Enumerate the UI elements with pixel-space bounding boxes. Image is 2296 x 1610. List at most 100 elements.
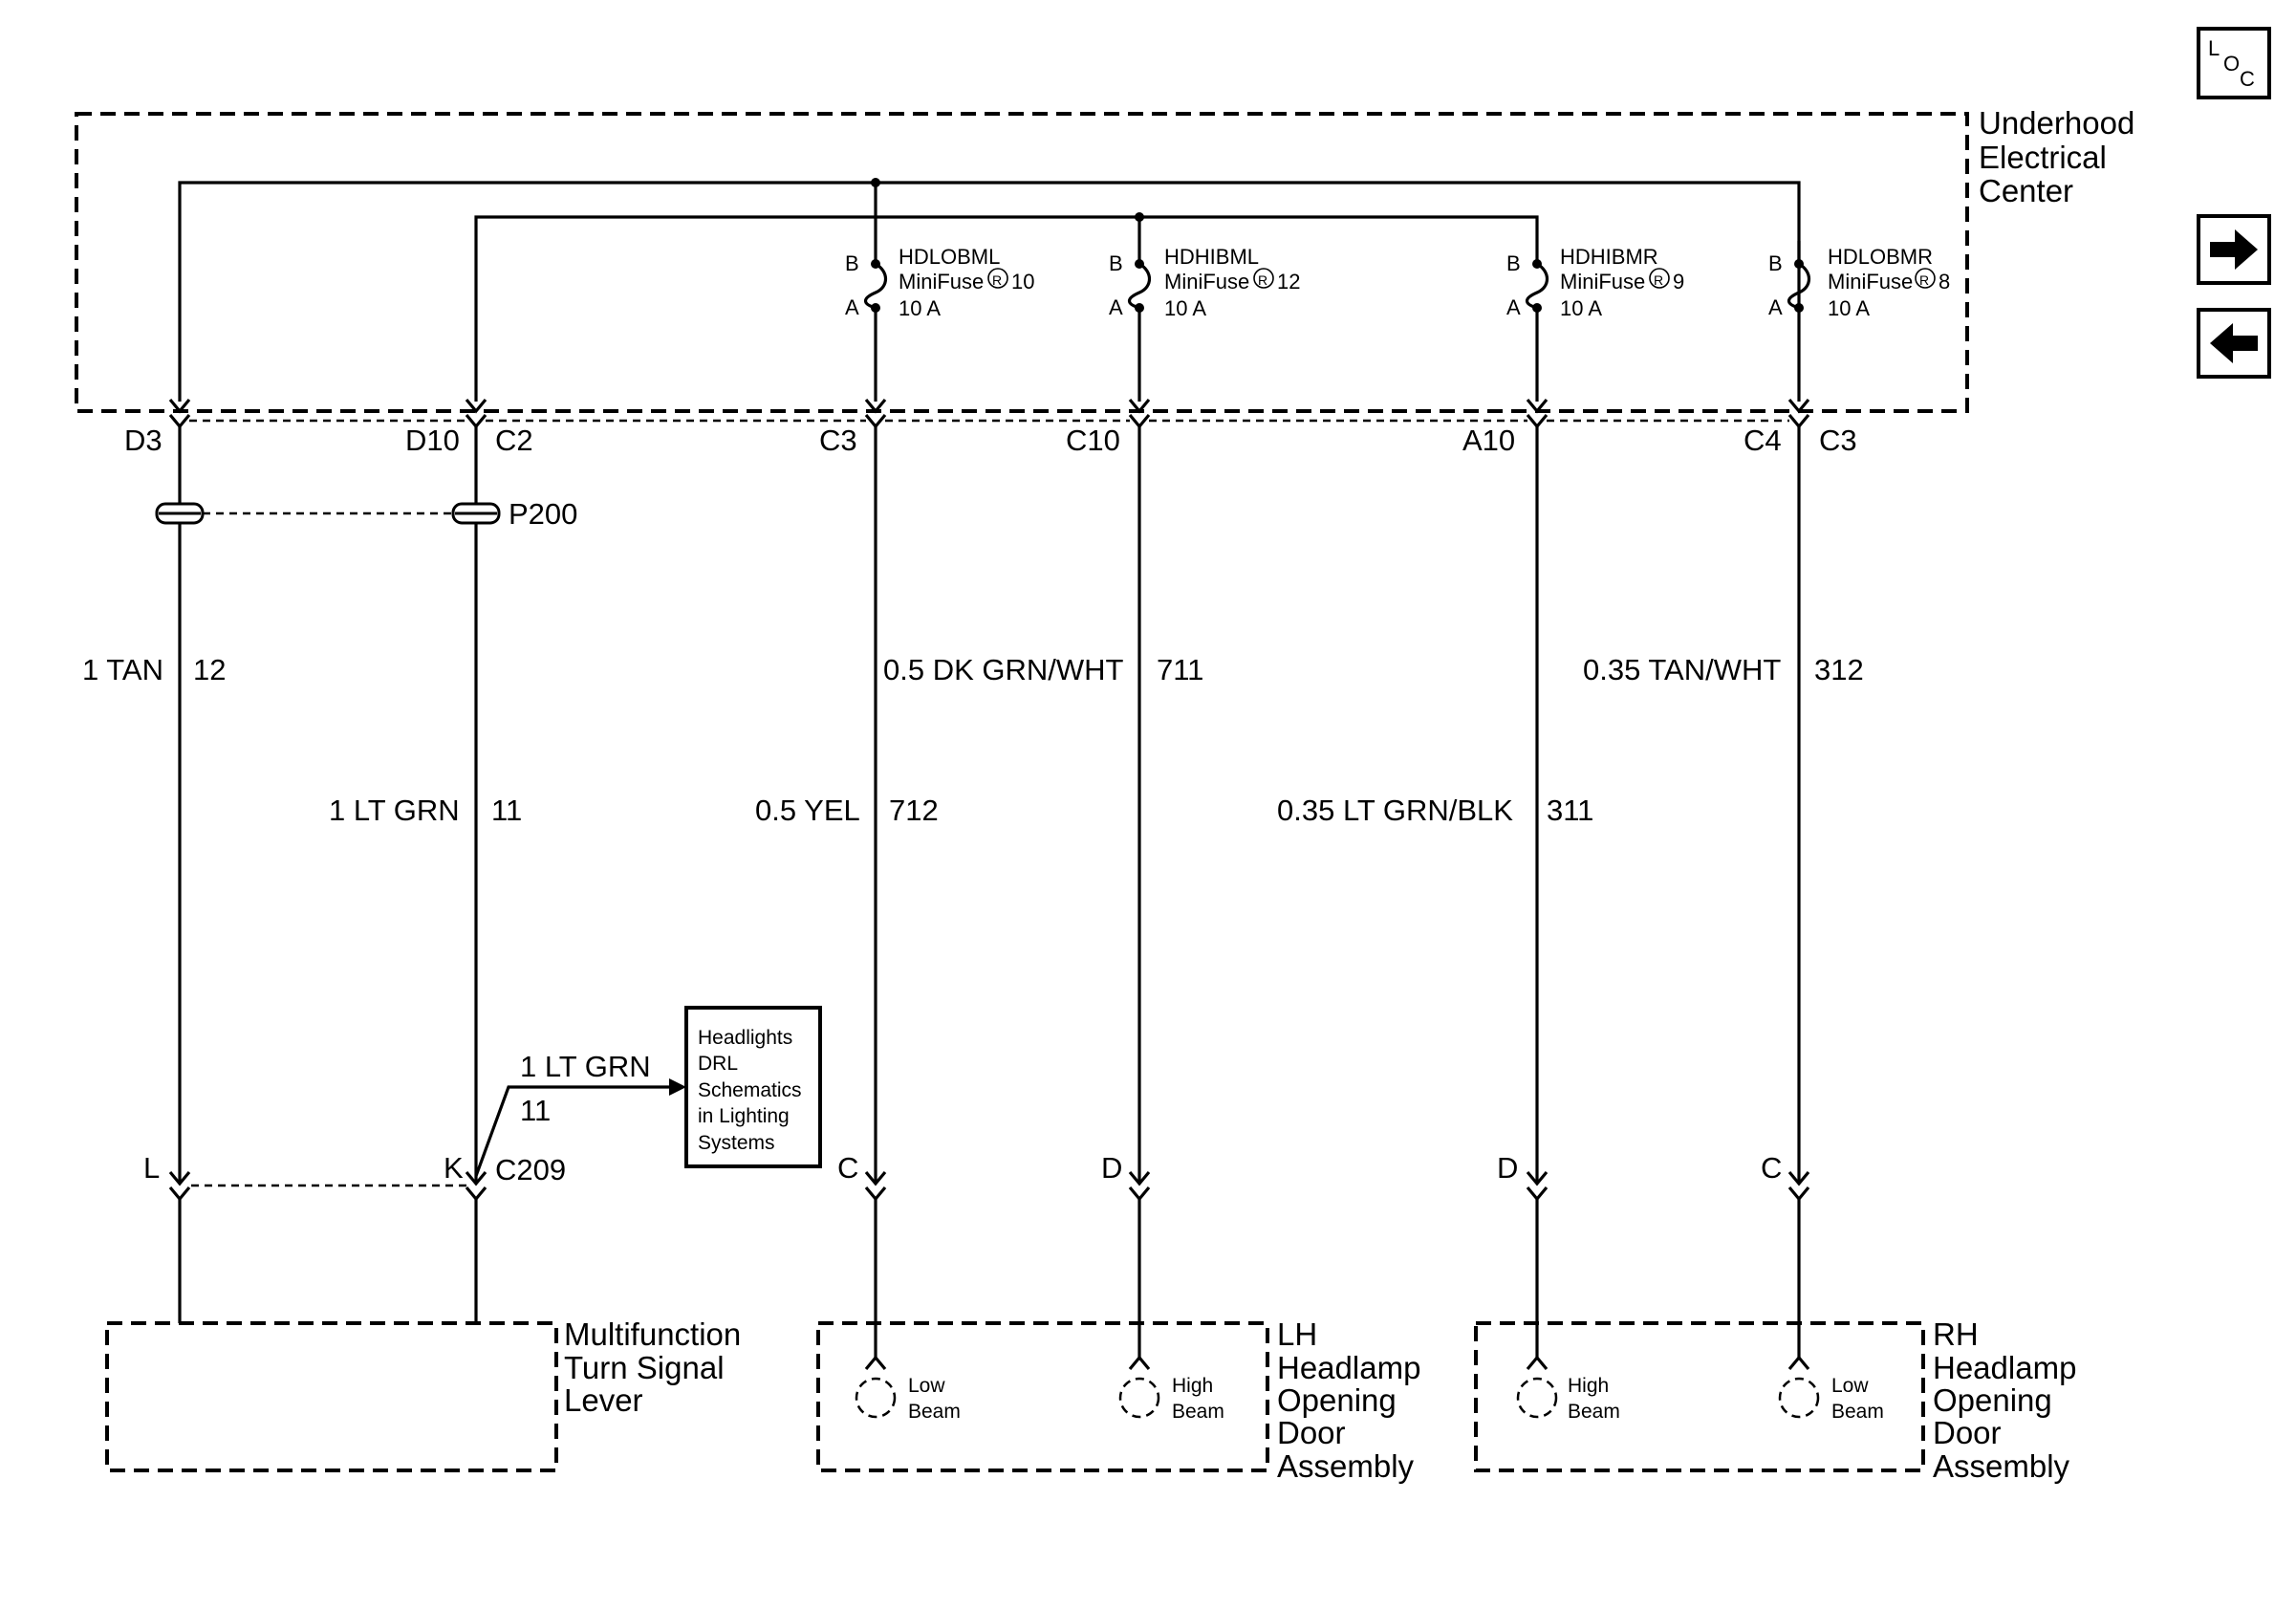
next-page-button[interactable] (2197, 214, 2271, 285)
reference-line-3: Schematics (698, 1079, 802, 1101)
connector-p200-label: P200 (509, 497, 577, 531)
fuse-hdhibmr: B A HDHIBMR MiniFuse R 9 10 A (1506, 241, 1684, 402)
wire-4-circuit: 711 (1157, 653, 1203, 686)
fuse-3-type: MiniFuse (1560, 270, 1645, 294)
rh-label-3: Opening (1933, 1382, 2052, 1418)
pin-d-lh: D (1101, 1151, 1122, 1185)
fuse-1-name: HDLOBML (899, 245, 1000, 269)
registered-mark-2: R (1258, 272, 1267, 288)
lamp-3-line-1: High (1568, 1375, 1609, 1397)
fuse-hdlobml: B A HDLOBML MiniFuse R 10 10 A (845, 241, 1034, 402)
lamp-1-line-1: Low (908, 1375, 945, 1397)
pin-c3-left: C3 (819, 424, 857, 457)
multifunction-label-3: Lever (564, 1382, 643, 1418)
lh-headlamp-box (816, 1321, 1269, 1472)
underhood-title-line-3: Center (1979, 173, 2073, 208)
drl-reference-link[interactable]: Headlights DRL Schematics in Lighting Sy… (684, 1006, 822, 1168)
wire-2-circuit: 11 (491, 794, 522, 827)
fuse-2-type: MiniFuse (1164, 270, 1249, 294)
fuse-4-pin-a: A (1768, 295, 1783, 319)
fuse-2-pin-a: A (1109, 295, 1123, 319)
arrow-right-icon (2210, 229, 2258, 270)
top-connector-terminals (168, 398, 1810, 429)
lh-label-2: Headlamp (1277, 1350, 1420, 1385)
rh-low-beam-bulb (1778, 1355, 1820, 1419)
rh-label-2: Headlamp (1933, 1350, 2076, 1385)
pin-k: K (444, 1151, 464, 1185)
rh-label-5: Assembly (1933, 1448, 2070, 1484)
pin-a10: A10 (1462, 424, 1515, 457)
arrow-left-icon (2210, 323, 2258, 363)
wire-5-color: 0.35 LT GRN/BLK (1277, 794, 1513, 827)
fuse-1-pin-b: B (845, 251, 859, 275)
fuse-4-name: HDLOBMR (1828, 245, 1933, 269)
pin-c-lh: C (837, 1151, 858, 1185)
wire-6-circuit: 312 (1814, 653, 1864, 686)
fuse-2-pin-b: B (1109, 251, 1123, 275)
vertical-wires (178, 426, 1801, 1182)
lamp-4-line-2: Beam (1831, 1401, 1884, 1423)
fuse-3-pin-b: B (1506, 251, 1521, 275)
fuse-3-number: 9 (1673, 270, 1684, 294)
power-bus (178, 178, 1801, 402)
lh-label-4: Door (1277, 1415, 1346, 1450)
wire-4-color: 0.5 DK GRN/WHT (883, 653, 1124, 686)
pin-c2: C2 (495, 424, 533, 457)
registered-mark-3: R (1654, 272, 1663, 288)
fuse-3-rating: 10 A (1560, 296, 1602, 320)
fuse-hdlobmr: B A HDLOBMR MiniFuse R 8 10 A (1768, 241, 1950, 320)
lamp-4-line-1: Low (1831, 1375, 1869, 1397)
rh-label-4: Door (1933, 1415, 2002, 1450)
lh-high-beam-bulb (1118, 1355, 1160, 1419)
pin-d10: D10 (405, 424, 460, 457)
fuse-4-type: MiniFuse (1828, 270, 1913, 294)
lh-label-1: LH (1277, 1316, 1317, 1352)
underhood-electrical-center-box (75, 112, 1969, 413)
underhood-title-line-1: Underhood (1979, 105, 2134, 141)
previous-page-button[interactable] (2197, 308, 2271, 379)
lamp-1-line-2: Beam (908, 1401, 961, 1423)
fuse-1-type: MiniFuse (899, 270, 984, 294)
lamp-3-line-2: Beam (1568, 1401, 1620, 1423)
underhood-title-line-2: Electrical (1979, 140, 2107, 175)
lh-label-5: Assembly (1277, 1448, 1415, 1484)
fuse-4-pin-b: B (1768, 251, 1783, 275)
fuse-2-number: 12 (1277, 270, 1300, 294)
wire-1-color: 1 TAN (82, 653, 163, 686)
drl-branch (474, 1078, 686, 1177)
rh-headlamp-box (1474, 1321, 1925, 1472)
loc-letter-o: O (2223, 52, 2240, 76)
fuse-4-number: 8 (1939, 270, 1950, 294)
pin-c10: C10 (1066, 424, 1120, 457)
loc-letter-c: C (2240, 67, 2255, 91)
fuse-4-rating: 10 A (1828, 296, 1870, 320)
pin-c-rh: C (1761, 1151, 1782, 1185)
rh-label-1: RH (1933, 1316, 1979, 1352)
registered-mark-4: R (1919, 272, 1929, 288)
lh-low-beam-bulb (855, 1355, 897, 1419)
loc-letter-l: L (2208, 36, 2220, 60)
wire-2-color: 1 LT GRN (329, 794, 460, 827)
fuse-hdhibml: B A HDHIBML MiniFuse R 12 10 A (1109, 241, 1300, 402)
multifunction-lever-box (105, 1321, 558, 1472)
branch-wire-circuit: 11 (520, 1094, 551, 1127)
fuse-2-rating: 10 A (1164, 296, 1206, 320)
wire-1-circuit: 12 (193, 653, 226, 686)
lh-label-3: Opening (1277, 1382, 1397, 1418)
fuse-1-rating: 10 A (899, 296, 941, 320)
fuse-3-pin-a: A (1506, 295, 1521, 319)
rh-high-beam-bulb (1516, 1355, 1558, 1419)
wire-3-circuit: 712 (889, 794, 939, 827)
wire-6-color: 0.35 TAN/WHT (1583, 653, 1781, 686)
multifunction-label-2: Turn Signal (564, 1350, 725, 1385)
lamp-2-line-1: High (1172, 1375, 1213, 1397)
fuse-3-name: HDHIBMR (1560, 245, 1658, 269)
fuse-2-name: HDHIBML (1164, 245, 1259, 269)
loc-button[interactable]: L O C (2197, 27, 2271, 99)
wire-3-color: 0.5 YEL (755, 794, 860, 827)
multifunction-label-1: Multifunction (564, 1316, 741, 1352)
branch-wire-color: 1 LT GRN (520, 1050, 651, 1083)
wire-5-circuit: 311 (1547, 794, 1593, 827)
